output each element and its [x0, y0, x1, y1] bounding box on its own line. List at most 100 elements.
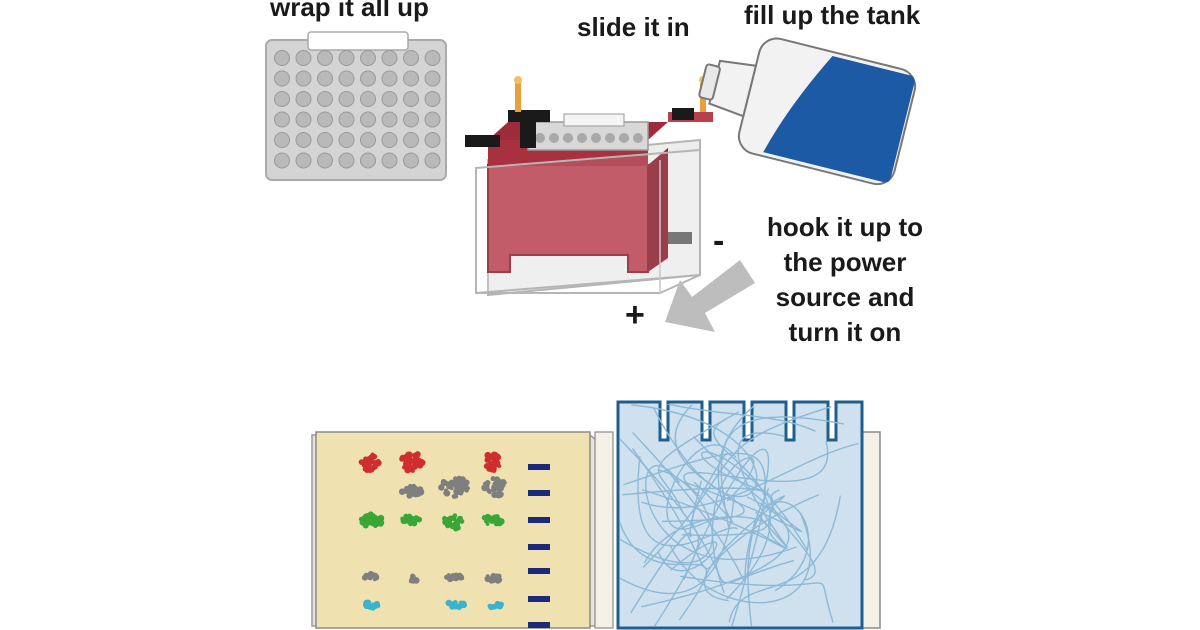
band-dot — [490, 574, 498, 582]
band-dot — [445, 522, 451, 529]
cassette-hole — [317, 111, 333, 128]
cassette-hole — [381, 70, 398, 87]
band-dot — [485, 522, 490, 526]
ladder-band — [528, 568, 550, 574]
band-dot — [449, 603, 456, 610]
cassette-hole — [381, 132, 398, 148]
cassette-hole — [577, 133, 587, 143]
band-dot — [450, 524, 455, 530]
band-dot — [358, 459, 365, 465]
band-dot — [366, 457, 374, 464]
cassette-hole — [317, 70, 333, 87]
transfer-cassette — [265, 31, 447, 181]
cassette-hole — [338, 111, 355, 128]
membrane-fiber — [728, 495, 842, 623]
band-dot — [453, 481, 459, 488]
cassette-hole — [274, 152, 290, 169]
ladder-band — [528, 544, 550, 550]
band-dot — [456, 605, 461, 610]
cassette-hole — [360, 91, 376, 107]
band-dot — [449, 486, 454, 491]
band-dot — [485, 484, 490, 490]
band-dot — [486, 515, 493, 522]
ladder-band — [528, 464, 550, 470]
cassette-hole — [563, 133, 573, 143]
band-dot — [370, 452, 375, 457]
cassette-hole — [605, 133, 615, 143]
band-dot — [464, 488, 469, 493]
cassette-hole — [274, 91, 290, 107]
protein-bands — [358, 451, 507, 611]
membrane-fiber — [620, 438, 795, 584]
cassette-hole — [295, 152, 312, 169]
cassette-hole — [360, 50, 376, 66]
band-dot — [411, 520, 418, 527]
cassette-hole — [424, 91, 441, 107]
cassette-hole — [403, 152, 419, 169]
membrane-fiber — [683, 440, 829, 497]
cassette-hole — [295, 50, 312, 66]
membrane-fiber — [657, 411, 739, 513]
band-dot — [481, 515, 487, 521]
band-dot — [362, 515, 366, 520]
band-dot — [491, 514, 499, 522]
power-step-label: hook it up to the power source and turn … — [767, 212, 923, 347]
cassette-hole — [360, 70, 376, 87]
band-dot — [361, 463, 366, 468]
band-dot — [497, 490, 504, 498]
cassette-hole — [360, 111, 376, 128]
electrode-module-side — [648, 148, 668, 272]
blot-sandwich — [311, 400, 881, 630]
band-dot — [493, 484, 499, 490]
ladder-band — [528, 490, 550, 496]
band-dot — [461, 602, 467, 609]
band-dot — [452, 513, 458, 518]
membrane-fiber — [713, 419, 771, 600]
slide-step-label: slide it in — [577, 12, 690, 42]
band-dot — [488, 465, 495, 472]
band-dot — [488, 604, 494, 611]
band-dot — [453, 574, 459, 579]
band-dot — [408, 465, 414, 471]
cassette-hole — [295, 70, 312, 87]
band-dot — [442, 516, 448, 522]
cassette-hole — [381, 152, 398, 169]
band-dot — [417, 489, 424, 496]
cassette-hole — [338, 70, 355, 87]
membrane-fiber — [712, 457, 755, 594]
band-dot — [410, 517, 416, 522]
band-dot — [373, 515, 379, 520]
cassette-hole — [403, 132, 419, 148]
protein-ladder — [528, 464, 550, 628]
cassette-hole — [317, 91, 333, 107]
cassette-hole — [403, 111, 419, 128]
band-dot — [370, 521, 376, 526]
band-dot — [404, 453, 411, 460]
band-dot — [373, 574, 380, 581]
foam-pad — [861, 431, 881, 629]
transfer-tank — [465, 76, 713, 297]
negative-terminal-sign: - — [713, 222, 725, 260]
band-dot — [408, 521, 413, 527]
cassette-hole — [381, 50, 398, 66]
band-dot — [361, 574, 368, 581]
cassette-hole — [295, 91, 312, 107]
cassette-hole — [338, 91, 355, 107]
membrane-fiber — [737, 432, 788, 548]
band-dot — [405, 488, 410, 493]
cassette-hole — [274, 70, 290, 87]
cassette-hole — [317, 152, 333, 169]
band-dot — [400, 516, 405, 522]
band-dot — [440, 479, 448, 486]
band-dot — [457, 483, 463, 488]
right-clamp — [672, 108, 694, 120]
membrane-fiber — [681, 436, 803, 533]
membrane-fiber — [631, 448, 819, 570]
band-dot — [409, 490, 417, 497]
band-dot — [456, 475, 463, 483]
band-dot — [453, 518, 460, 525]
band-dot — [367, 511, 374, 518]
cassette-hole — [403, 70, 419, 87]
cassette-hole — [633, 133, 643, 143]
membrane-fiber — [631, 404, 758, 498]
